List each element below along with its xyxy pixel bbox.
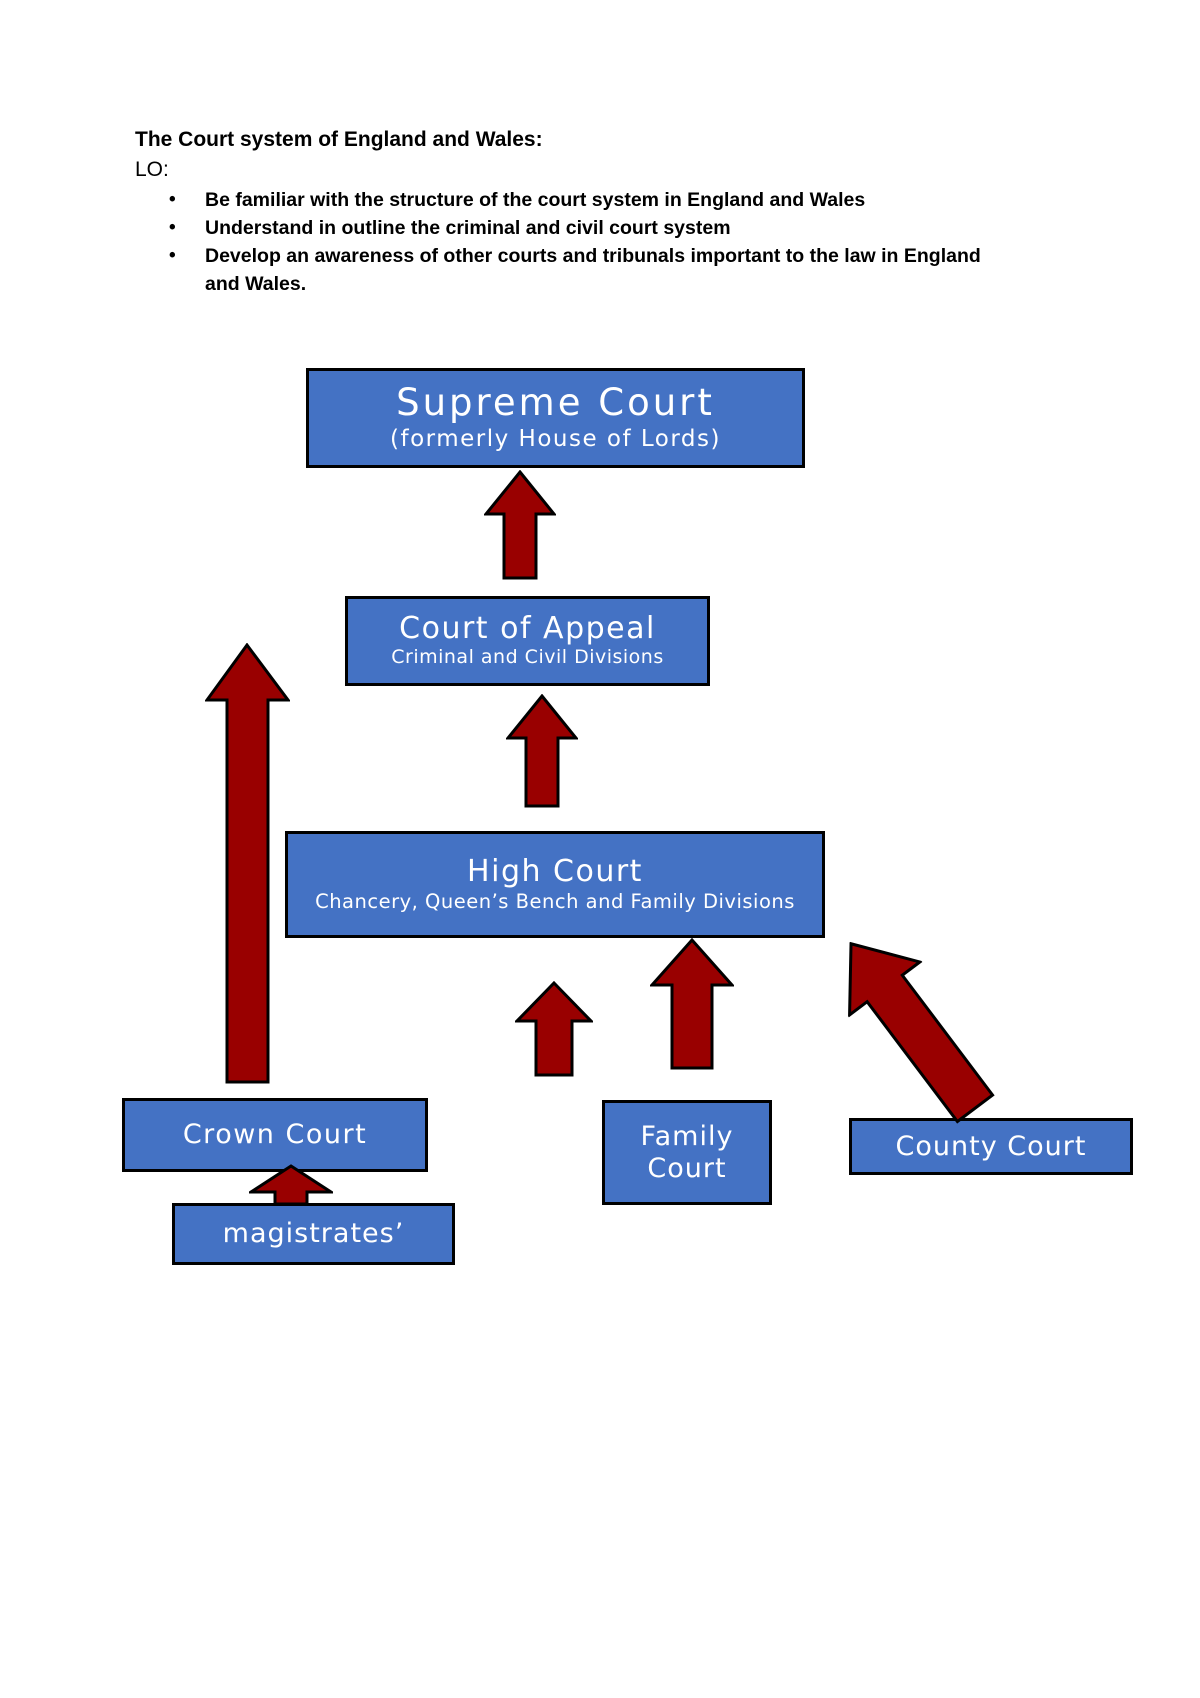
learning-objectives-label: LO: bbox=[135, 158, 169, 181]
arrow-magistrates-to-crown-court-icon bbox=[249, 1164, 333, 1206]
node-title: Family Court bbox=[640, 1121, 734, 1184]
node-title: High Court bbox=[467, 854, 643, 890]
node-title: Supreme Court bbox=[396, 381, 715, 425]
arrow-crown-court-to-court-of-appeal-icon bbox=[205, 643, 290, 1084]
learning-objectives-list: •Be familiar with the structure of the c… bbox=[167, 186, 987, 298]
node-subtitle: Chancery, Queen’s Bench and Family Divis… bbox=[315, 889, 795, 913]
node-subtitle: Criminal and Civil Divisions bbox=[391, 646, 664, 669]
bullet-icon: • bbox=[169, 217, 176, 238]
arrow-high-court-to-court-of-appeal-icon bbox=[506, 694, 578, 808]
node-high-court: High Court Chancery, Queen’s Bench and F… bbox=[285, 831, 825, 938]
bullet-icon: • bbox=[169, 189, 176, 210]
learning-objective: •Be familiar with the structure of the c… bbox=[167, 186, 995, 214]
bullet-icon: • bbox=[169, 245, 176, 266]
arrow-magistrates-to-high-court-icon bbox=[515, 981, 593, 1077]
node-title: Crown Court bbox=[182, 1119, 368, 1151]
learning-objective: •Understand in outline the criminal and … bbox=[167, 214, 995, 242]
node-title: magistrates’ bbox=[222, 1218, 405, 1250]
arrow-court-of-appeal-to-supreme-court-icon bbox=[484, 470, 556, 580]
node-family-court: Family Court bbox=[602, 1100, 772, 1205]
node-title: County Court bbox=[895, 1130, 1087, 1162]
node-crown-court: Crown Court bbox=[122, 1098, 428, 1172]
node-magistrates-court: magistrates’ bbox=[172, 1203, 455, 1265]
node-county-court: County Court bbox=[849, 1118, 1133, 1175]
node-title: Court of Appeal bbox=[399, 610, 656, 646]
page-title: The Court system of England and Wales: bbox=[135, 128, 543, 151]
node-court-of-appeal: Court of Appeal Criminal and Civil Divis… bbox=[345, 596, 710, 686]
node-subtitle: (formerly House of Lords) bbox=[390, 425, 721, 452]
arrow-family-court-to-high-court-icon bbox=[650, 938, 734, 1070]
node-supreme-court: Supreme Court (formerly House of Lords) bbox=[306, 368, 805, 468]
arrow-county-court-to-high-court-icon bbox=[813, 914, 1013, 1137]
learning-objective: •Develop an awareness of other courts an… bbox=[167, 242, 995, 298]
